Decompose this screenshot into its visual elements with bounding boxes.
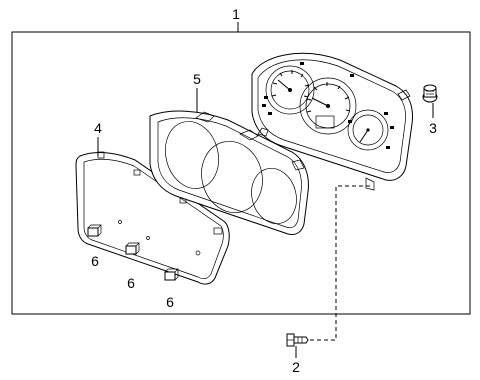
window-glass-part <box>75 151 230 285</box>
bulb-socket-part <box>422 84 438 103</box>
clip-part-b <box>125 242 140 255</box>
callout-6-clip-c: 6 <box>166 294 174 310</box>
housing-mask-part <box>149 110 309 235</box>
screw-part <box>286 333 309 347</box>
callout-1-assembly: 1 <box>232 6 240 22</box>
callout-3-bulb-socket: 3 <box>429 120 437 136</box>
cluster-gauge-body <box>251 52 413 191</box>
callout-2-screw: 2 <box>292 359 300 375</box>
clip-part-a <box>87 224 102 237</box>
callout-5-housing-mask: 5 <box>193 71 201 87</box>
clip-part-c <box>164 268 179 281</box>
callout-6-clip-a: 6 <box>91 253 99 269</box>
callout-4-window-glass: 4 <box>94 120 102 136</box>
callout-6-clip-b: 6 <box>127 275 135 291</box>
assembly-frame <box>11 31 471 315</box>
screw-guide-dashed <box>308 185 370 341</box>
